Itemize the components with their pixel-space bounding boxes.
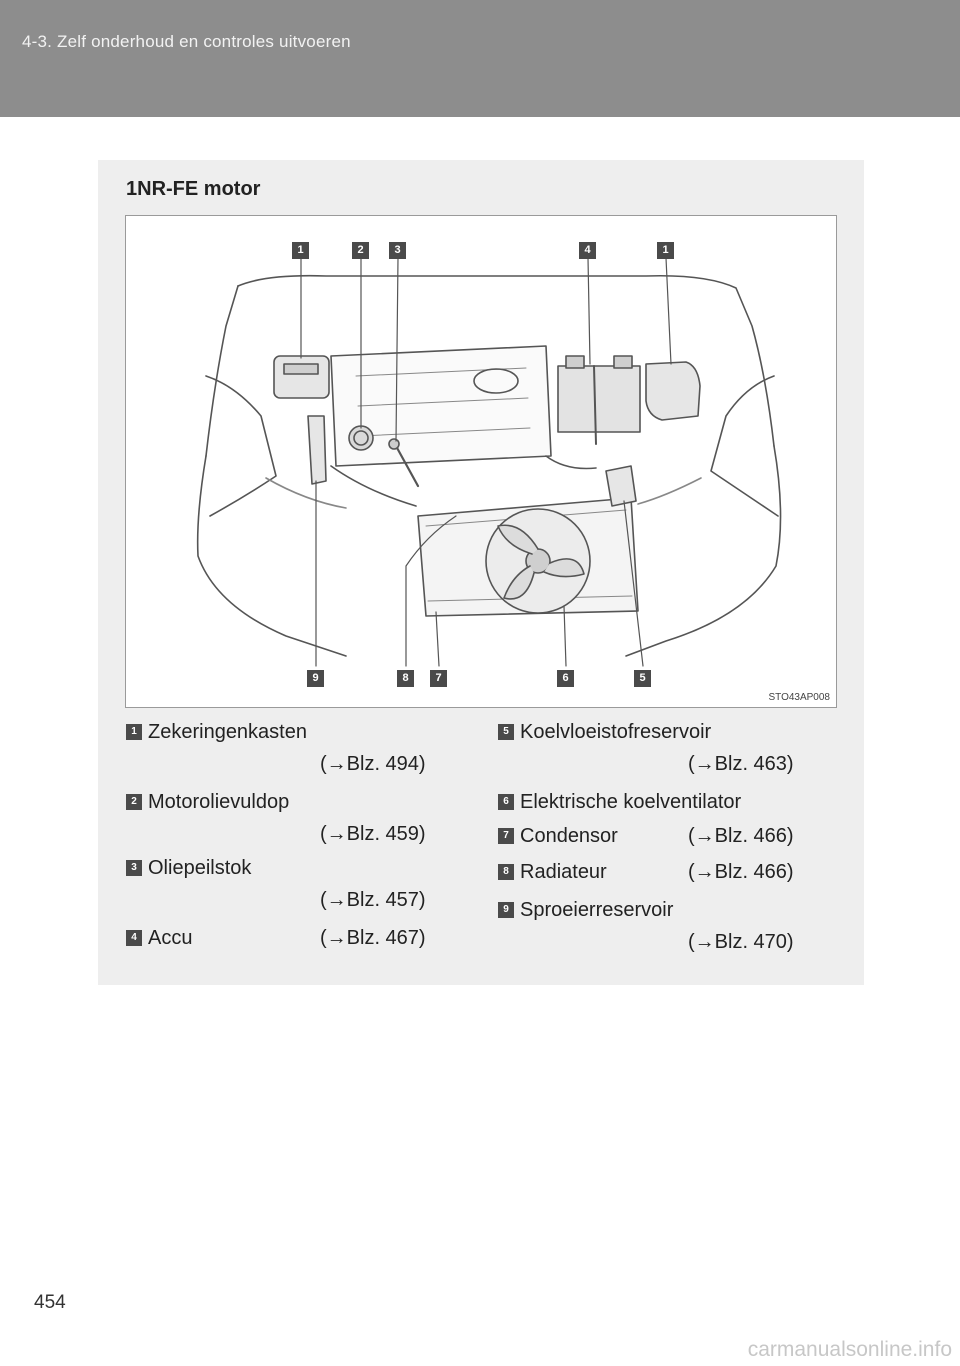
legend-ref: (→Blz. 459) bbox=[320, 823, 426, 845]
legend-badge: 3 bbox=[126, 860, 142, 876]
legend-badge: 9 bbox=[498, 902, 514, 918]
legend-item: 7 Condensor (→Blz. 466) bbox=[498, 824, 828, 850]
callout-bottom-6: 6 bbox=[557, 670, 574, 687]
callout-top-3: 3 bbox=[389, 242, 406, 259]
callout-top-4: 4 bbox=[579, 242, 596, 259]
legend-item: 9 Sproeierreservoir (→Blz. 470) bbox=[498, 898, 828, 954]
engine-bay-illustration bbox=[196, 257, 782, 667]
callout-bottom-9: 9 bbox=[307, 670, 324, 687]
legend-ref: (→Blz. 457) bbox=[320, 889, 426, 911]
callout-top-5: 1 bbox=[657, 242, 674, 259]
legend-label: Accu bbox=[148, 927, 193, 949]
legend-label: Condensor bbox=[520, 825, 618, 847]
legend-ref: (→Blz. 467) bbox=[320, 927, 426, 949]
legend-label: Koelvloeistofreservoir bbox=[520, 721, 712, 743]
legend-item: 5 Koelvloeistofreservoir (→Blz. 463) bbox=[498, 720, 828, 776]
legend-item: 1 Zekeringenkasten (→Blz. 494) bbox=[126, 720, 456, 776]
callout-bottom-8: 8 bbox=[397, 670, 414, 687]
legend-badge: 1 bbox=[126, 724, 142, 740]
legend-item: 3 Oliepeilstok (→Blz. 457) bbox=[126, 856, 456, 912]
legend-item: 8 Radiateur (→Blz. 466) bbox=[498, 860, 828, 886]
legend-item: 6 Elektrische koelventilator bbox=[498, 790, 828, 816]
legend-label: Oliepeilstok bbox=[148, 857, 252, 879]
legend-ref: (→Blz. 466) bbox=[688, 825, 794, 847]
legend-badge: 7 bbox=[498, 828, 514, 844]
legend-label: Elektrische koelventilator bbox=[520, 791, 742, 813]
callout-top-1: 1 bbox=[292, 242, 309, 259]
watermark: carmanualsonline.info bbox=[747, 1338, 952, 1361]
legend-ref: (→Blz. 463) bbox=[688, 753, 794, 775]
legend-badge: 8 bbox=[498, 864, 514, 880]
legend-item: 4 Accu (→Blz. 467) bbox=[126, 926, 456, 952]
legend-label: Radiateur bbox=[520, 861, 607, 883]
legend-ref: (→Blz. 494) bbox=[320, 753, 426, 775]
legend-label: Zekeringenkasten bbox=[148, 721, 307, 743]
page-number: 454 bbox=[34, 1292, 66, 1313]
legend-badge: 4 bbox=[126, 930, 142, 946]
engine-panel: 1NR-FE motor bbox=[98, 160, 864, 985]
legend-ref: (→Blz. 470) bbox=[688, 931, 794, 953]
figure-code: STO43AP008 bbox=[768, 692, 830, 703]
panel-title: 1NR-FE motor bbox=[126, 178, 261, 200]
callout-bottom-5: 5 bbox=[634, 670, 651, 687]
header-bar: 4-3. Zelf onderhoud en controles uitvoer… bbox=[0, 0, 960, 117]
legend-badge: 2 bbox=[126, 794, 142, 810]
legend-badge: 6 bbox=[498, 794, 514, 810]
engine-bay-figure: 1 2 3 4 1 9 8 7 6 5 STO43AP008 bbox=[125, 215, 837, 708]
legend-badge: 5 bbox=[498, 724, 514, 740]
legend-label: Sproeierreservoir bbox=[520, 899, 674, 921]
callout-bottom-7: 7 bbox=[430, 670, 447, 687]
section-title: 4-3. Zelf onderhoud en controles uitvoer… bbox=[22, 32, 351, 51]
legend-label: Motorolievuldop bbox=[148, 791, 290, 813]
legend-ref: (→Blz. 466) bbox=[688, 861, 794, 883]
callout-top-2: 2 bbox=[352, 242, 369, 259]
legend-item: 2 Motorolievuldop (→Blz. 459) bbox=[126, 790, 456, 846]
